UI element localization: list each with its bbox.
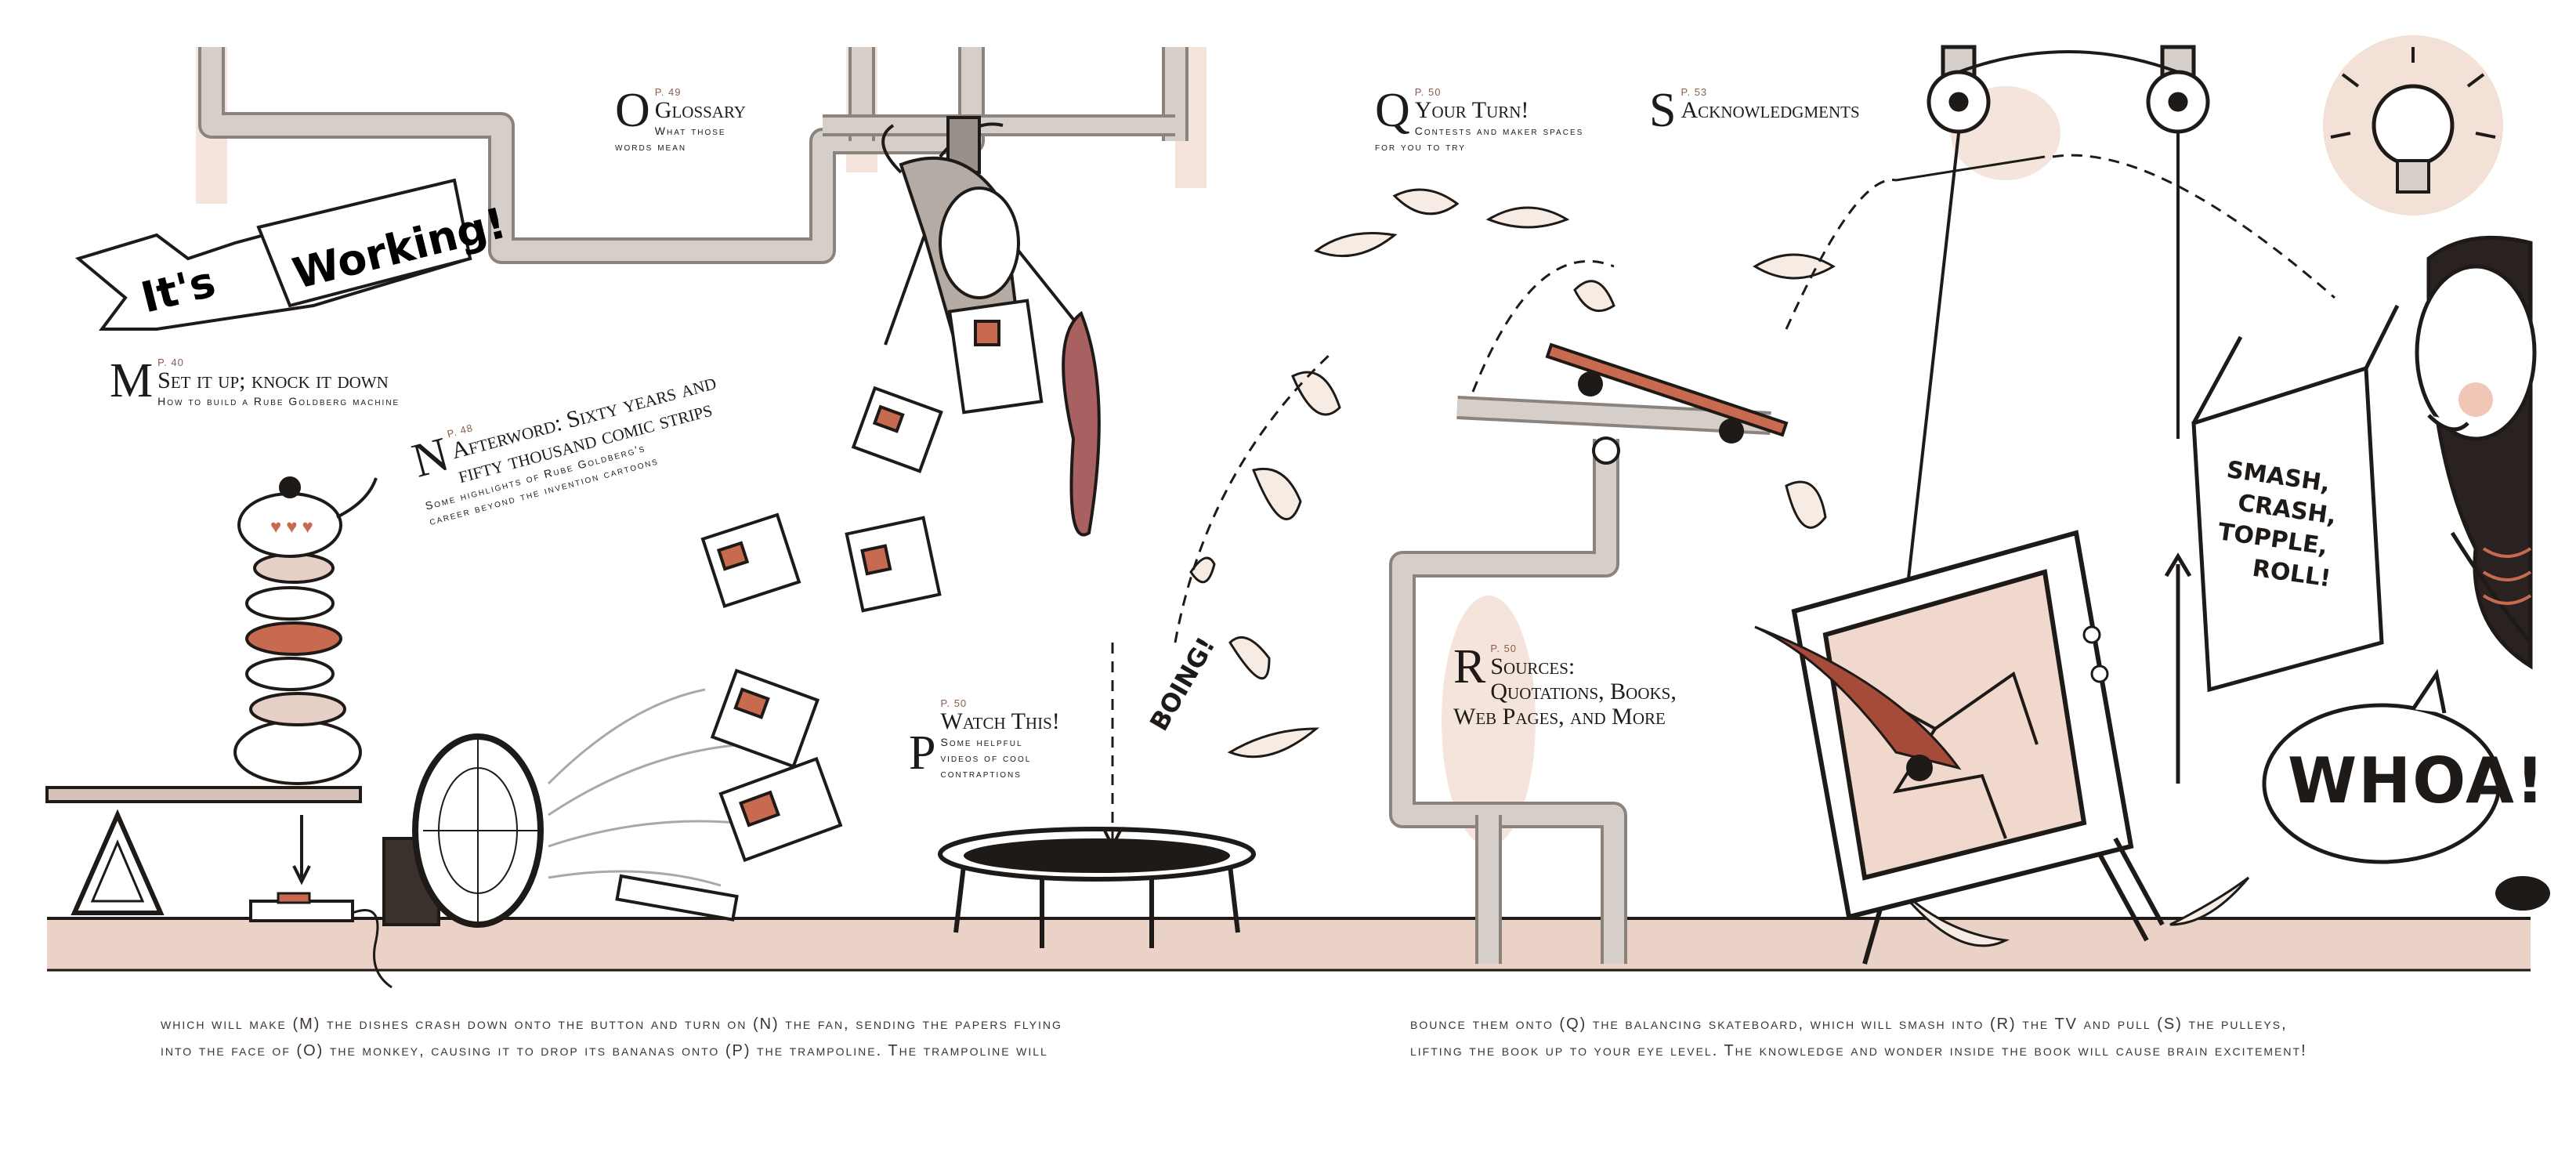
- book-cover-text: SMASH, CRASH, TOPPLE, ROLL!: [2212, 454, 2361, 597]
- trajectory-lines: [1174, 154, 2335, 643]
- trampoline: [938, 643, 1256, 948]
- dish-stack: ♥ ♥ ♥: [233, 476, 378, 785]
- ink-spill: [2495, 876, 2550, 911]
- entry-q[interactable]: Q P. 50 Your Turn! Contests and maker sp…: [1375, 86, 1634, 154]
- entry-p-sub-2: videos of cool: [940, 751, 1032, 764]
- entry-q-letter: Q: [1375, 84, 1410, 137]
- entry-q-title: Your Turn!: [1414, 97, 1529, 123]
- caption-right-line-1: bounce them onto (Q) the balancing skate…: [1410, 1016, 2288, 1033]
- caption-left: which will make (M) the dishes crash dow…: [161, 1011, 1297, 1064]
- entry-r-letter: R: [1453, 640, 1486, 693]
- pulleys: [1894, 45, 2210, 690]
- kid-reader: [2164, 235, 2537, 784]
- entry-s-letter: S: [1649, 84, 1677, 137]
- caption-left-line-2: into the face of (O) the monkey, causing…: [161, 1042, 1048, 1059]
- entry-o-title: Glossary: [654, 97, 746, 123]
- entry-p-letter: P: [909, 726, 936, 780]
- entry-p-page: P. 50: [940, 697, 968, 709]
- entry-p-sub-3: contraptions: [940, 767, 1022, 780]
- triangle-seesaw: [45, 786, 362, 915]
- monkey: [881, 116, 1101, 537]
- lightbulb-icon: [2323, 35, 2503, 215]
- entry-p-sub-1: Some helpful: [940, 736, 1023, 748]
- entry-o-sub-2: words mean: [615, 140, 687, 153]
- entry-o-page: P. 49: [654, 86, 682, 98]
- smashed-tv: [1754, 530, 2165, 965]
- entry-o[interactable]: O P. 49 Glossary What those words mean: [615, 86, 795, 154]
- whoa-text: WHOA!: [2288, 744, 2546, 817]
- electric-fan: [382, 688, 745, 928]
- entry-s-page: P. 53: [1681, 86, 1708, 98]
- caption-left-line-1: which will make (M) the dishes crash dow…: [161, 1016, 1062, 1033]
- entry-m-letter: M: [110, 354, 154, 407]
- entry-o-sub-1: What those: [654, 125, 726, 137]
- entry-p-title: Watch This!: [940, 708, 1060, 734]
- entry-r[interactable]: R P. 50 Sources: Quotations, Books, Web …: [1453, 643, 1751, 730]
- floor-button: [249, 815, 393, 989]
- flying-bananas: [1189, 188, 2250, 947]
- caption-right: bounce them onto (Q) the balancing skate…: [1410, 1011, 2546, 1064]
- pipes-lever: [1389, 396, 1771, 964]
- entry-p[interactable]: P P. 50 Watch This! Some helpful videos …: [909, 697, 1097, 781]
- entry-m-sub: How to build a Rube Goldberg machine: [157, 395, 400, 407]
- balancing-skateboard: [1545, 342, 1789, 444]
- entry-q-sub-1: Contests and maker spaces: [1414, 125, 1584, 137]
- its-working-banner: It's Working!: [74, 178, 511, 331]
- entry-q-page: P. 50: [1414, 86, 1442, 98]
- entry-s-title: Acknowledgments: [1681, 97, 1860, 123]
- entry-r-title-3: Web Pages, and More: [1453, 704, 1666, 730]
- entry-m[interactable]: M P. 40 Set it up; knock it down How to …: [110, 357, 439, 409]
- entry-q-sub-2: for you to try: [1375, 140, 1466, 153]
- entry-r-title-1: Sources:: [1490, 654, 1576, 679]
- entry-m-title: Set it up; knock it down: [157, 368, 389, 393]
- entry-r-title-2: Quotations, Books,: [1490, 679, 1677, 704]
- caption-right-line-2: lifting the book up to your eye level. T…: [1410, 1042, 2307, 1059]
- svg-text:♥ ♥ ♥: ♥ ♥ ♥: [270, 517, 313, 538]
- entry-r-page: P. 50: [1490, 643, 1518, 654]
- entry-o-letter: O: [615, 84, 650, 137]
- flying-papers: [615, 386, 943, 922]
- whoa-speech-bubble: [2262, 668, 2502, 864]
- entry-m-page: P. 40: [157, 357, 184, 368]
- entry-s[interactable]: S P. 53 Acknowledgments: [1649, 86, 1900, 135]
